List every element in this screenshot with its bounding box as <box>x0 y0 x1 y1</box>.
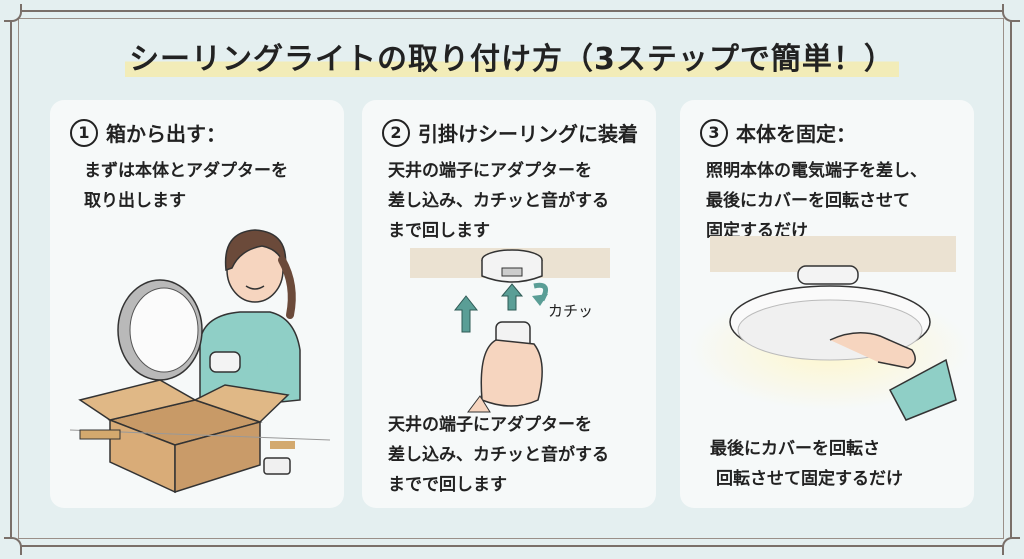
step-title: 箱から出す： <box>106 122 226 146</box>
corner-ornament <box>4 537 22 555</box>
step-description: 照明本体の電気端子を差し、 最後にカバーを回転させて 固定するだけ <box>706 161 927 241</box>
step-description: 天井の端子にアダプターを 差し込み、カチッと音がする まで回します <box>388 161 609 241</box>
step-card-1: 1 箱から出す： まずは本体とアダプターを 取り出します <box>50 100 344 508</box>
corner-ornament <box>4 4 22 22</box>
ceiling-light-illustration <box>690 236 970 421</box>
inner-frame <box>18 18 1004 539</box>
unboxing-illustration <box>69 229 331 494</box>
step-heading: 2 引掛けシーリングに装着 <box>382 118 638 147</box>
corner-ornament <box>1002 4 1020 22</box>
page-title: シーリングライトの取り付け方（3ステップで簡単！） <box>0 34 1024 78</box>
ceiling-adapter-illustration <box>410 248 610 413</box>
step-caption: 最後にカバーを回転さ 回転させて固定するだけ <box>710 439 903 489</box>
step-number: 2 <box>382 118 410 147</box>
step-heading: 3 本体を固定： <box>700 118 856 147</box>
outer-frame <box>10 10 1012 547</box>
step-description: まずは本体とアダプターを 取り出します <box>84 161 288 211</box>
step-number: 3 <box>700 118 728 147</box>
step-caption: 天井の端子にアダプターを 差し込み、カチッと音がする までで回します <box>388 415 609 495</box>
step-number: 1 <box>70 118 98 147</box>
step-title: 本体を固定： <box>736 122 856 146</box>
step-title: 引掛けシーリングに装着 <box>418 122 638 146</box>
step-card-2: 2 引掛けシーリングに装着 天井の端子にアダプターを 差し込み、カチッと音がする… <box>362 100 656 508</box>
step-heading: 1 箱から出す： <box>70 118 226 147</box>
corner-ornament <box>1002 537 1020 555</box>
step-card-3: 3 本体を固定： 照明本体の電気端子を差し、 最後にカバーを回転させて 固定する… <box>680 100 974 508</box>
click-sound-label: カチッ <box>548 302 594 320</box>
